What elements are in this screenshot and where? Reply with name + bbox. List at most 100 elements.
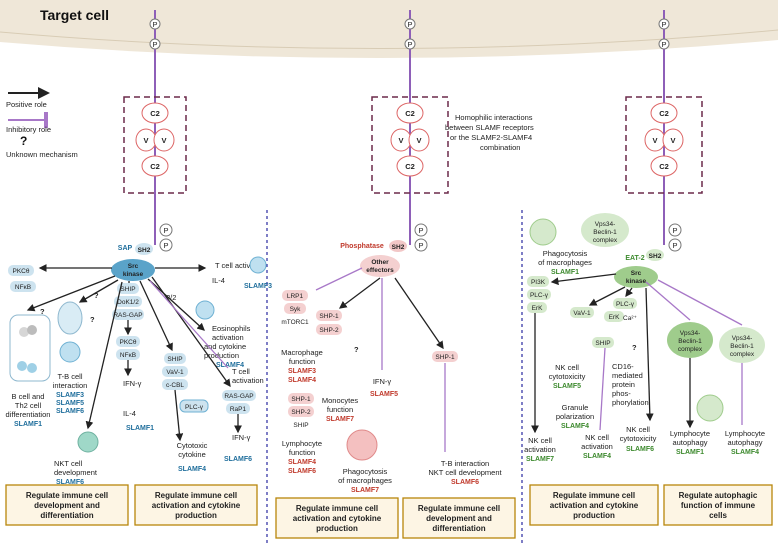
label-c2: C2 bbox=[405, 162, 415, 171]
receptor-2: P P C2 V V C2 P P Phosphatase SH2 Other … bbox=[340, 10, 449, 277]
label-panel3-nk_cyto2-0: NK cell bbox=[626, 425, 650, 434]
label-panel2-ifng_slamf: SLAMF5 bbox=[370, 391, 398, 398]
label-panel3-ca: Ca²⁺ bbox=[623, 315, 637, 322]
label-boxes-0-2: differentiation bbox=[40, 511, 93, 520]
label-panel1-eos-3: production bbox=[204, 351, 239, 360]
label-panel3-nk_act2-0: NK cell bbox=[585, 433, 609, 442]
label-panel1-cytotoxic-0: Cytotoxic bbox=[177, 441, 208, 450]
label-panel1-eos-2: and cytokine bbox=[204, 342, 246, 351]
label-panel1-q12: ?/2 bbox=[166, 293, 176, 302]
label-boxes-1-2: production bbox=[175, 511, 217, 520]
label-panel3-nk_act2-1: activation bbox=[581, 442, 613, 451]
title: Target cell bbox=[40, 7, 109, 23]
label-panel3-phago-1: of macrophages bbox=[538, 258, 592, 267]
label-panel3-nk_cyto-0: NK cell bbox=[555, 363, 579, 372]
label-panel1-pkc: PKCθ bbox=[13, 268, 30, 275]
label-boxes-2-2: production bbox=[316, 524, 358, 533]
label-p: P bbox=[661, 20, 666, 29]
label-panel1-tb_slamf-0: SLAMF3 bbox=[56, 392, 84, 399]
label-sh2: SH2 bbox=[138, 247, 151, 254]
label-panel1-t_act2-0: T cell bbox=[232, 367, 250, 376]
label-sh2: SH2 bbox=[392, 244, 405, 251]
label-panel1-ifng2: IFN-γ bbox=[232, 433, 251, 442]
label-boxes-5-0: Regulate autophagic bbox=[679, 491, 758, 500]
label-v: V bbox=[652, 136, 657, 145]
phosphatase-label: Phosphatase bbox=[340, 243, 384, 250]
label-panel2-lympho_slamf-0: SLAMF4 bbox=[288, 459, 316, 466]
src-kinase-1 bbox=[111, 259, 155, 281]
panel-1-arrows bbox=[26, 275, 242, 442]
label-panel1-t_act2-1: activation bbox=[232, 376, 264, 385]
label-src-1: kinase bbox=[123, 271, 144, 278]
label-panel1-nfkb2: NFκB bbox=[120, 352, 136, 359]
label-panel2-macro-0: Macrophage bbox=[281, 348, 323, 357]
label-panel3-vps2-0: Vps34- bbox=[680, 330, 701, 337]
label-boxes-4-0: Regulate immune cell bbox=[553, 491, 635, 500]
label-p: P bbox=[163, 226, 168, 235]
label-panel3-nk_cyto2-1: cytotoxicity bbox=[620, 434, 657, 443]
label-panel3-vps-1: Beclin-1 bbox=[593, 229, 617, 236]
label-boxes-3-1: development and bbox=[426, 514, 492, 523]
label-c2: C2 bbox=[405, 109, 415, 118]
legend-inhibitory: Inhibitory role bbox=[6, 125, 51, 134]
panel-3: Phagocytosis of macrophages SLAMF1 Vps34… bbox=[524, 213, 765, 463]
label-panel3-nk_act-1: activation bbox=[524, 445, 556, 454]
outcome-box-1 bbox=[5, 484, 129, 526]
label-panel3-phago-0: Phagocytosis bbox=[543, 249, 588, 258]
label-sh2: SH2 bbox=[649, 253, 662, 260]
label-c2: C2 bbox=[150, 162, 160, 171]
label-panel3-plcg: PLC-γ bbox=[530, 292, 549, 299]
label-panel3-nk_act2_slamf: SLAMF4 bbox=[583, 453, 611, 460]
label-panel1-vav: VaV-1 bbox=[166, 369, 184, 376]
label-p: P bbox=[152, 40, 157, 49]
label-boxes-2-1: activation and cytokine bbox=[293, 514, 382, 523]
label-panel3-granule-0: Granule bbox=[562, 403, 589, 412]
label-panel1-ship: SHIP bbox=[120, 286, 135, 293]
label-panel3-vps3-2: complex bbox=[730, 351, 755, 358]
label-panel3-vps-0: Vps34- bbox=[595, 221, 616, 228]
label-panel1-nkt_slamf: SLAMF6 bbox=[56, 479, 84, 486]
label-panel3-vps-2: complex bbox=[593, 237, 618, 244]
label-v: V bbox=[143, 136, 148, 145]
label-panel2-macro_slamf-0: SLAMF3 bbox=[288, 368, 316, 375]
label-panel3-nk_act-0: NK cell bbox=[528, 436, 552, 445]
label-q: ? bbox=[354, 345, 359, 354]
label-boxes-0-1: development and bbox=[34, 501, 100, 510]
label-panel3-erk: ErK bbox=[532, 305, 544, 312]
legend-unknown-symbol: ? bbox=[20, 134, 27, 148]
label-panel3-erk2: ErK bbox=[609, 314, 621, 321]
label-panel2-mono-1: function bbox=[327, 405, 353, 414]
receptor-3: P P C2 V V C2 P P EAT-2 SH2 Src kinase bbox=[614, 10, 703, 288]
label-panel1-rasgap: RAS-GAP bbox=[113, 312, 142, 319]
label-c2: C2 bbox=[150, 109, 160, 118]
label-panel3-cd16-0: CD16- bbox=[612, 362, 634, 371]
label-panel2-shipb: SHIP bbox=[293, 422, 308, 429]
label-panel3-cd16-2: protein bbox=[612, 380, 635, 389]
label-panel3-vps2-2: complex bbox=[678, 346, 703, 353]
label-panel3-vps2-1: Beclin-1 bbox=[678, 338, 702, 345]
label-boxes-0-0: Regulate immune cell bbox=[26, 491, 108, 500]
label-panel3-phago_slamf: SLAMF1 bbox=[551, 269, 579, 276]
label-panel1-ifng: IFN-γ bbox=[123, 379, 142, 388]
label-panel3-plcg2: PLC-γ bbox=[616, 301, 635, 308]
label-panel2-phago-1: of macrophages bbox=[338, 476, 392, 485]
label-panel2-tb-1: NKT cell development bbox=[428, 468, 502, 477]
label-panel1-tb_slamf-2: SLAMF6 bbox=[56, 408, 84, 415]
label-panel2-macro-1: function bbox=[289, 357, 315, 366]
label-panel2-phago_slamf: SLAMF7 bbox=[351, 487, 379, 494]
label-src-0: Src bbox=[631, 270, 642, 277]
label-boxes-4-2: production bbox=[573, 511, 615, 520]
outcome-box-5 bbox=[529, 484, 659, 526]
label-panel2-lrp1: LRP1 bbox=[287, 293, 304, 300]
label-panel2-lympho-1: function bbox=[289, 448, 315, 457]
label-panel1-eos-0: Eosinophils bbox=[212, 324, 251, 333]
label-boxes-5-2: cells bbox=[709, 511, 727, 520]
label-panel2-ifng: IFN-γ bbox=[373, 377, 392, 386]
label-panel3-lymph_auto2_slamf: SLAMF4 bbox=[731, 449, 759, 456]
label-panel2-mono_slamf: SLAMF7 bbox=[326, 416, 354, 423]
label-panel3-lymph_auto-0: Lymphocyte bbox=[670, 429, 710, 438]
label-panel1-tb-1: interaction bbox=[53, 381, 88, 390]
label-panel2-shp1b: SHP-1 bbox=[291, 396, 311, 403]
